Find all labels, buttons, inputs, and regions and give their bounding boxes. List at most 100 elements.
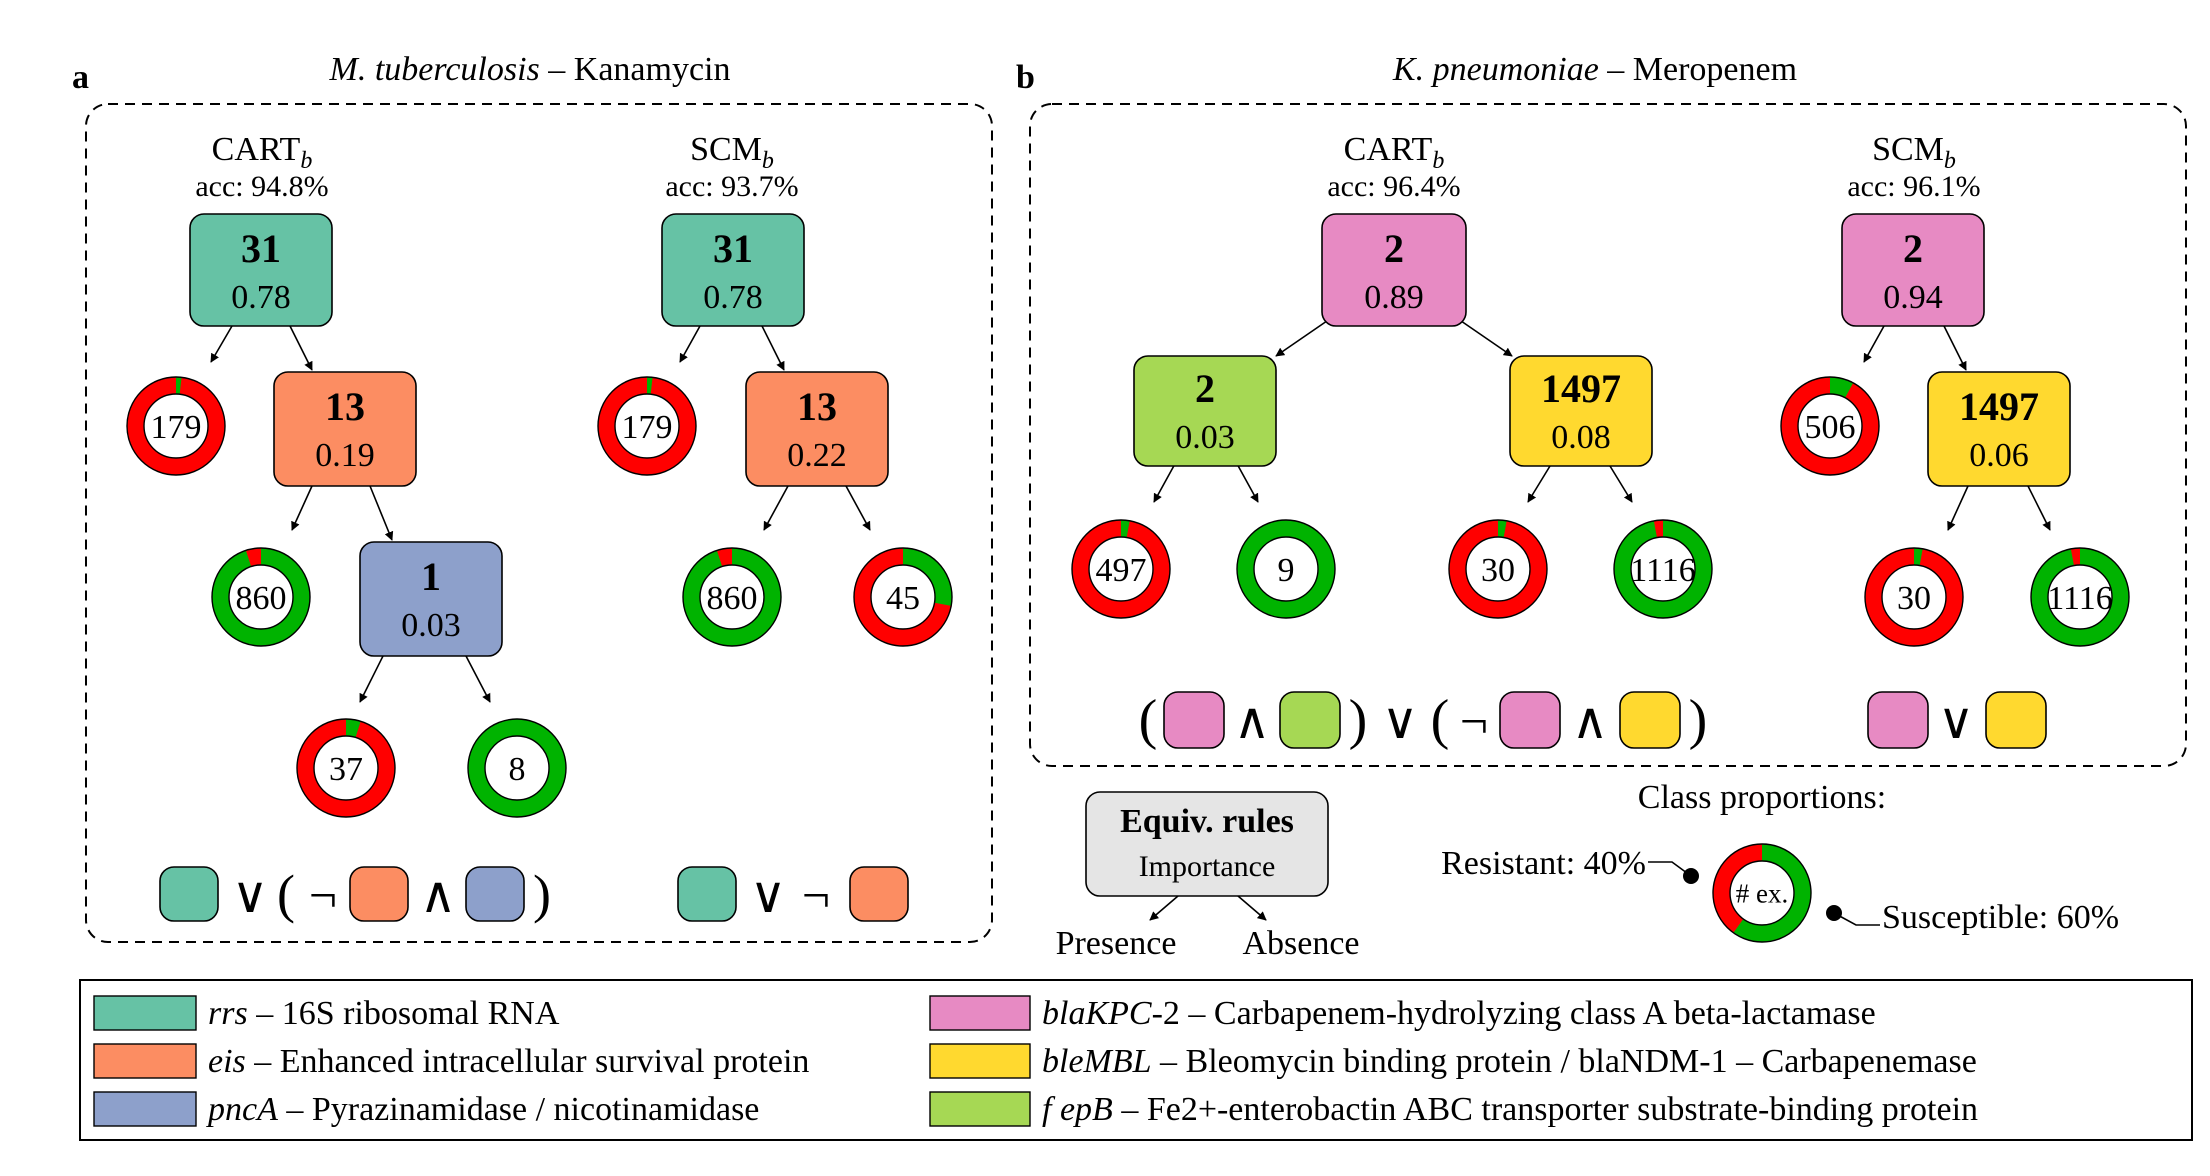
donut-inner-edge xyxy=(2047,564,2113,630)
rule-swatch-fepB xyxy=(1279,691,1341,749)
leaf-count: 45 xyxy=(886,580,920,617)
leaf-donut: 30 xyxy=(1448,519,1548,619)
feature-node-blaKPC: 2 0.89 xyxy=(1321,213,1467,327)
tree-b2-accuracy: acc: 96.1% xyxy=(1847,170,1980,203)
svg-text:0.94: 0.94 xyxy=(1883,279,1943,316)
rule-swatch-blaKPC xyxy=(1499,691,1561,749)
donut-inner-edge xyxy=(484,735,550,801)
donut-inner-edge xyxy=(1465,536,1531,602)
feature-node-pncA: 1 0.03 xyxy=(359,541,503,657)
leaf-donut: 860 xyxy=(211,547,311,647)
key-node-sub: Importance xyxy=(1139,850,1276,883)
key-node xyxy=(1085,791,1329,897)
donut-outer-edge xyxy=(1864,547,1964,647)
rule-swatch-pncA xyxy=(465,866,525,922)
panel-a-letter: a xyxy=(72,59,89,96)
leaf-donut: 8 xyxy=(467,718,567,818)
tree-b1-accuracy: acc: 96.4% xyxy=(1327,170,1460,203)
tree-a1-name: CARTb xyxy=(212,131,313,174)
donut-outer-edge xyxy=(853,547,953,647)
svg-text:rrs – 16S ribosomal RNA: rrs – 16S ribosomal RNA xyxy=(208,995,560,1032)
tree-a2-accuracy: acc: 93.7% xyxy=(665,170,798,203)
leaf-donut: 1116 xyxy=(1613,519,1713,619)
panel-b-letter: b xyxy=(1016,59,1035,96)
rule-swatch-bleMBL xyxy=(1619,691,1681,749)
leaf-donut: 860 xyxy=(682,547,782,647)
donut-outer-edge xyxy=(1613,519,1713,619)
svg-text:¬: ¬ xyxy=(1460,693,1488,749)
resistant-arc xyxy=(212,548,310,646)
leaf-count: 860 xyxy=(707,580,758,617)
feature-node-rrs: 31 0.78 xyxy=(661,213,805,327)
leaf-donut: 497 xyxy=(1071,519,1171,619)
feature-node-eis: 13 0.19 xyxy=(273,371,417,487)
susceptible-ring xyxy=(1237,520,1335,618)
panel-b: b K. pneumoniae – Meropenem CARTb acc: 9… xyxy=(1016,51,2187,767)
donut-outer-edge xyxy=(1712,843,1812,943)
tree-a1-accuracy: acc: 94.8% xyxy=(195,170,328,203)
key-donut: # ex. xyxy=(1712,843,1812,943)
key-absence: Absence xyxy=(1242,925,1359,962)
leaf-count: 506 xyxy=(1805,409,1856,446)
svg-text:13: 13 xyxy=(797,384,837,429)
svg-text:31: 31 xyxy=(241,226,281,271)
svg-text:): ) xyxy=(533,864,551,924)
svg-text:bleMBL – Bleomycin binding pro: bleMBL – Bleomycin binding protein / bla… xyxy=(1042,1043,1977,1080)
svg-text:1497: 1497 xyxy=(1959,384,2039,429)
svg-text:∧: ∧ xyxy=(1572,693,1609,749)
svg-text:1497: 1497 xyxy=(1541,366,1621,411)
rule-a-cart: ∨ ( ¬ ∧ ) xyxy=(159,864,551,924)
key-resistant: Resistant: 40% xyxy=(1441,845,1646,882)
svg-text:blaKPC-2 – Carbapenem-hydrolyz: blaKPC-2 – Carbapenem-hydrolyzing class … xyxy=(1042,995,1876,1032)
tree-a2-edges xyxy=(679,325,871,531)
key-presence: Presence xyxy=(1056,925,1177,962)
leaf-count: 9 xyxy=(1278,552,1295,589)
svg-text:1: 1 xyxy=(421,554,441,599)
resistant-arc xyxy=(1072,520,1170,618)
svg-text:0.78: 0.78 xyxy=(231,279,291,316)
legend-item-rrs: rrs – 16S ribosomal RNA xyxy=(93,995,560,1032)
gene-legend: rrs – 16S ribosomal RNA eis – Enhanced i… xyxy=(79,979,2193,1141)
svg-text:0.19: 0.19 xyxy=(315,437,375,474)
resistant-arc xyxy=(1449,520,1547,618)
tree-b1-name: CARTb xyxy=(1344,131,1445,174)
feature-node-eis: 13 0.22 xyxy=(745,371,889,487)
key-node-explainer: Equiv. rules Importance Presence Absence xyxy=(1056,791,1360,962)
donut-outer-edge xyxy=(597,376,697,476)
rule-b-scm: ∨ xyxy=(1867,691,2047,749)
leaf-count: 37 xyxy=(329,751,363,788)
legend-item-bleMBL: bleMBL – Bleomycin binding protein / bla… xyxy=(929,1043,1977,1080)
donut-inner-edge xyxy=(228,564,294,630)
leaf-count: # ex. xyxy=(1736,879,1788,909)
resistant-arc xyxy=(598,377,696,475)
donut-inner-edge xyxy=(870,564,936,630)
leaf-donut: 37 xyxy=(296,718,396,818)
feature-node-fepB: 2 0.03 xyxy=(1133,355,1277,467)
svg-text:): ) xyxy=(1349,689,1368,751)
rule-swatch-bleMBL xyxy=(1985,691,2047,749)
leaf-count: 8 xyxy=(509,751,526,788)
svg-text:): ) xyxy=(1689,689,1708,751)
leaf-donut: 179 xyxy=(597,376,697,476)
svg-text:0.78: 0.78 xyxy=(703,279,763,316)
svg-text:0.89: 0.89 xyxy=(1364,279,1424,316)
resistant-arc xyxy=(683,548,781,646)
feature-node-blaKPC: 2 0.94 xyxy=(1841,213,1985,327)
leaf-donut: 1116 xyxy=(2030,547,2130,647)
resistant-arc xyxy=(2031,548,2129,646)
donut-inner-edge xyxy=(143,393,209,459)
donut-inner-edge xyxy=(1253,536,1319,602)
donut-outer-edge xyxy=(211,547,311,647)
resistant-arc xyxy=(854,548,952,646)
tree-b2-name: SCMb xyxy=(1872,131,1956,174)
donut-outer-edge xyxy=(296,718,396,818)
tree-a2-name: SCMb xyxy=(690,131,774,174)
svg-text:0.03: 0.03 xyxy=(1175,419,1235,456)
rule-swatch-eis xyxy=(349,866,409,922)
donut-inner-edge xyxy=(699,564,765,630)
resistant-arc xyxy=(1713,844,1811,942)
svg-text:∧: ∧ xyxy=(1234,693,1271,749)
svg-text:2: 2 xyxy=(1195,366,1215,411)
feature-node-bleMBL: 1497 0.06 xyxy=(1927,371,2071,487)
